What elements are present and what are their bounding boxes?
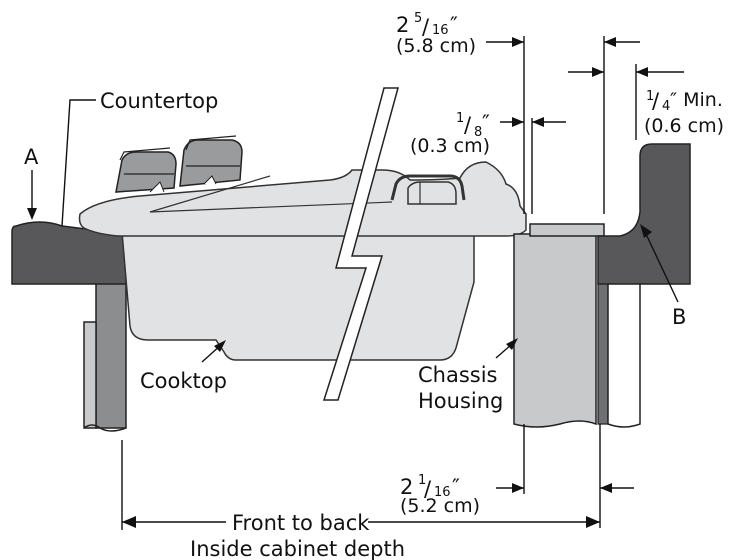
rear-cabinet-wall bbox=[597, 281, 641, 428]
min-gap-fraction-bar: / bbox=[652, 89, 660, 113]
cooktop-label: Cooktop bbox=[140, 369, 227, 393]
top-gap-numerator: 5 bbox=[414, 11, 422, 26]
dimension-top-gap: 2 5 / 16 ″ (5.8 cm) bbox=[396, 11, 476, 57]
lip-gap-numerator: 1 bbox=[456, 111, 464, 126]
lip-gap-unit: ″ bbox=[482, 111, 490, 135]
lip-gap-fraction-bar: / bbox=[464, 113, 472, 137]
lip-gap-metric: (0.3 cm) bbox=[410, 135, 490, 157]
leader-lines bbox=[27, 99, 679, 363]
dimension-bottom-gap: 2 1 / 16 ″ (5.2 cm) bbox=[400, 473, 480, 517]
bottom-gap-metric: (5.2 cm) bbox=[400, 495, 480, 517]
front-cabinet-wall bbox=[83, 281, 127, 432]
top-gap-whole: 2 bbox=[396, 13, 409, 37]
min-gap-denominator: 4 bbox=[662, 99, 670, 114]
inside-cabinet-depth-label: Inside cabinet depth bbox=[190, 537, 405, 560]
bottom-gap-whole: 2 bbox=[400, 475, 413, 499]
countertop-label: Countertop bbox=[100, 89, 218, 113]
dimension-lip-gap: 1 / 8 ″ (0.3 cm) bbox=[410, 111, 490, 157]
break-line bbox=[322, 87, 399, 401]
cooktop-body bbox=[78, 161, 527, 361]
min-gap-metric: (0.6 cm) bbox=[644, 115, 724, 137]
front-to-back-label: Front to back bbox=[232, 511, 370, 535]
chassis-label-line1: Chassis bbox=[418, 363, 498, 387]
callout-a: A bbox=[24, 145, 39, 169]
callout-b: B bbox=[672, 305, 686, 329]
chassis-housing bbox=[513, 223, 605, 428]
top-gap-fraction-bar: / bbox=[422, 15, 430, 39]
top-gap-denominator: 16 bbox=[432, 23, 449, 38]
chassis-label-line2: Housing bbox=[418, 389, 503, 413]
lip-gap-denominator: 8 bbox=[474, 125, 482, 140]
countertop-right bbox=[597, 143, 691, 285]
control-knobs bbox=[115, 135, 243, 193]
bottom-gap-numerator: 1 bbox=[418, 473, 426, 488]
bottom-gap-denominator: 16 bbox=[434, 485, 451, 500]
dimension-lines bbox=[121, 36, 684, 530]
top-gap-metric: (5.8 cm) bbox=[396, 35, 476, 57]
bottom-gap-fraction-bar: / bbox=[424, 477, 432, 501]
min-gap-unit: ″ Min. bbox=[670, 89, 723, 111]
top-gap-unit: ″ bbox=[450, 13, 458, 37]
min-gap-numerator: 1 bbox=[646, 89, 654, 104]
dimension-min-gap: 1 / 4 ″ Min. (0.6 cm) bbox=[644, 89, 724, 137]
bottom-gap-unit: ″ bbox=[452, 475, 460, 499]
